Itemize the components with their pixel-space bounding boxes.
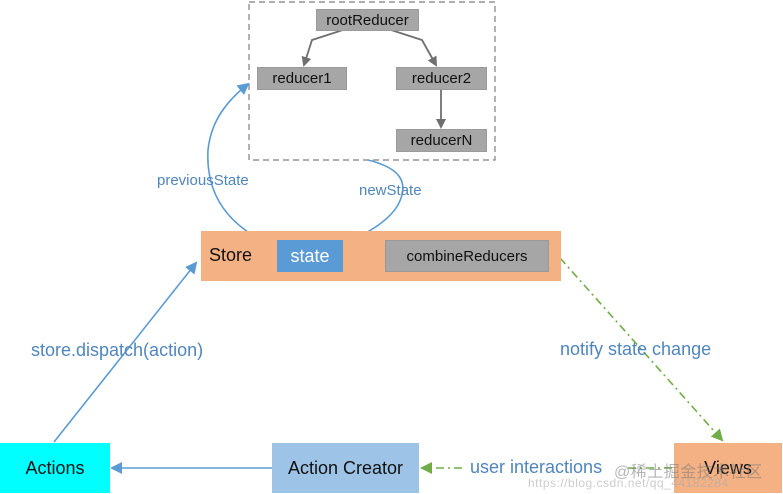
combine-reducers-label: combineReducers bbox=[406, 247, 528, 265]
store-block: Store state combineReducers bbox=[201, 231, 561, 281]
watermark-url: https://blog.csdn.net/qq_44182284 bbox=[528, 476, 729, 490]
root-reducer-node: rootReducer bbox=[316, 9, 419, 31]
reducerN-label: reducerN bbox=[410, 132, 473, 149]
watermark-text: @稀土掘金技术社区 bbox=[614, 464, 763, 481]
views-node: Views bbox=[674, 443, 782, 493]
new-state-label: newState bbox=[359, 182, 422, 199]
reducer1-node: reducer1 bbox=[257, 67, 347, 90]
reducer2-label: reducer2 bbox=[411, 70, 472, 87]
views-label: Views bbox=[704, 457, 752, 478]
action-creator-label: Action Creator bbox=[287, 457, 404, 478]
previous-state-label: previousState bbox=[157, 172, 249, 189]
state-label: state bbox=[290, 245, 330, 266]
state-node: state bbox=[277, 240, 343, 272]
dispatch-label: store.dispatch(action) bbox=[31, 340, 204, 360]
action-creator-node: Action Creator bbox=[272, 443, 419, 493]
store-label: Store bbox=[209, 245, 253, 265]
actions-node: Actions bbox=[0, 443, 110, 493]
reducer2-node: reducer2 bbox=[396, 67, 487, 90]
notify-label: notify state change bbox=[560, 339, 712, 359]
actions-label: Actions bbox=[25, 457, 85, 478]
edge-notify bbox=[559, 257, 724, 442]
combine-reducers-node: combineReducers bbox=[385, 240, 549, 272]
root-reducer-label: rootReducer bbox=[326, 11, 409, 29]
edge-root-to-reducer2 bbox=[387, 28, 437, 67]
reducerN-node: reducerN bbox=[396, 129, 487, 152]
reducer-container-border bbox=[248, 1, 496, 161]
reducer1-label: reducer1 bbox=[272, 70, 332, 87]
edge-dispatch bbox=[53, 261, 198, 443]
edge-root-to-reducer1 bbox=[301, 28, 347, 67]
user-interactions-label: user interactions bbox=[470, 457, 603, 477]
edge-previous-state bbox=[207, 82, 277, 248]
